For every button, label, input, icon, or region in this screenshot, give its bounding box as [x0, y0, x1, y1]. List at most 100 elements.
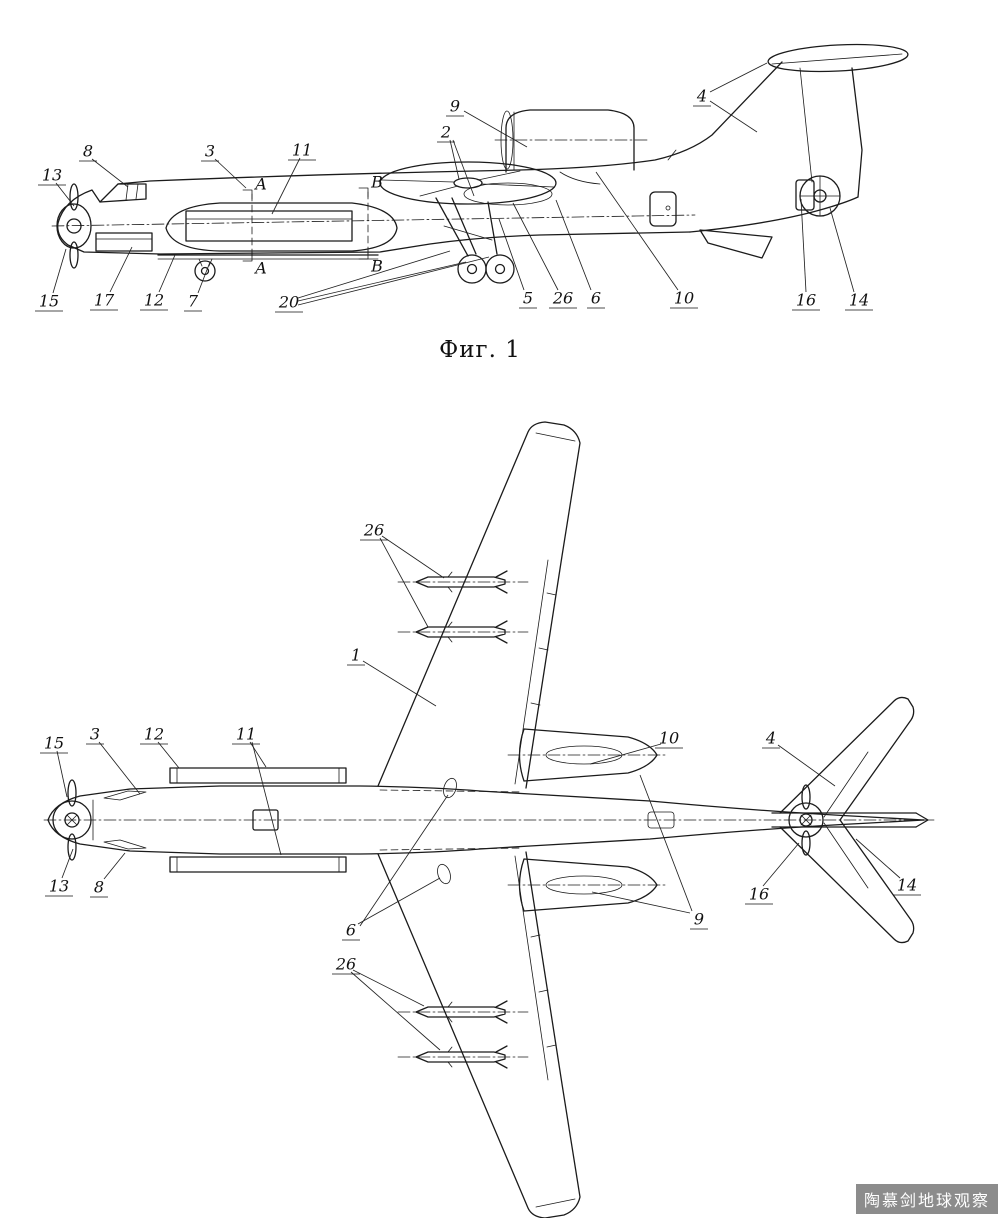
callout-label-10: 10	[674, 289, 694, 308]
leader-line	[829, 207, 855, 293]
callout-label-10: 10	[659, 729, 679, 748]
side-view-drawing	[51, 43, 909, 284]
leader-line	[297, 250, 451, 299]
callout-label-4: 4	[696, 87, 707, 106]
leader-line	[591, 891, 691, 914]
callout-label-20: 20	[278, 293, 299, 312]
leader-line	[379, 537, 429, 628]
callout-label-26: 26	[363, 521, 384, 540]
leader-line	[249, 741, 267, 768]
leader-line	[297, 261, 467, 302]
underwing-missile	[397, 1000, 529, 1024]
callout-label-17: 17	[94, 291, 115, 310]
leader-line	[251, 741, 282, 856]
underwing-missile	[397, 570, 529, 594]
callout-label-11: 11	[236, 725, 256, 744]
leader-line	[98, 741, 141, 795]
callout-label-9: 9	[694, 910, 704, 929]
top-view-figure: 26 1 15 3 12 11 10 4 13 8 6 26 16 14 9	[40, 421, 935, 1218]
engine-nacelles-plan	[437, 728, 669, 912]
callout-label-A: A	[253, 175, 267, 194]
callout-label-14: 14	[897, 876, 917, 895]
tail-side	[699, 43, 909, 259]
leader-line	[452, 139, 475, 197]
section-cut-lines	[242, 187, 369, 262]
leader-line	[91, 158, 129, 188]
callout-label-B: B	[370, 173, 383, 192]
callout-label-3: 3	[90, 725, 100, 744]
leader-line	[158, 254, 176, 293]
leader-line	[157, 741, 180, 769]
leader-line	[709, 62, 768, 93]
leader-line	[103, 852, 126, 880]
tail-plan	[771, 696, 929, 944]
callout-label-26: 26	[335, 955, 356, 974]
callout-label-11: 11	[292, 141, 312, 160]
nose-equipment-box	[95, 232, 153, 252]
leader-line	[109, 246, 133, 293]
leader-line	[197, 261, 211, 294]
callout-label-4: 4	[765, 729, 776, 748]
callout-label-12: 12	[144, 725, 164, 744]
callout-label-5: 5	[523, 289, 533, 308]
leader-line	[55, 182, 75, 207]
callout-label-8: 8	[94, 878, 104, 897]
callout-label-2: 2	[440, 123, 451, 142]
callout-label-14: 14	[849, 291, 869, 310]
leader-line	[595, 171, 679, 291]
leader-line	[639, 774, 693, 912]
leader-line	[52, 248, 67, 294]
side-strakes	[169, 767, 347, 873]
main-landing-gear	[435, 197, 515, 284]
callout-label-7: 7	[188, 292, 199, 311]
callout-label-B: B	[370, 257, 383, 276]
leader-line	[352, 969, 425, 1007]
nose-propeller-side	[56, 183, 92, 269]
callout-label-15: 15	[39, 292, 59, 311]
leader-line	[855, 838, 901, 879]
leader-line	[359, 794, 449, 927]
leader-line	[271, 157, 301, 215]
engine-nacelle-side	[494, 109, 649, 185]
callout-label-13: 13	[49, 877, 69, 896]
leader-line	[357, 877, 441, 925]
leader-line	[463, 110, 528, 148]
leader-line	[589, 743, 662, 765]
callout-label-6: 6	[591, 289, 601, 308]
callout-label-13: 13	[42, 166, 62, 185]
leader-line	[449, 139, 460, 180]
leader-line	[800, 198, 807, 293]
leader-line	[350, 971, 441, 1051]
leader-line	[362, 660, 437, 707]
figure1-caption: Фиг. 1	[439, 337, 521, 363]
leader-line	[709, 100, 758, 133]
callout-label-16: 16	[749, 885, 769, 904]
callout-label-12: 12	[144, 291, 164, 310]
fuselage-side	[51, 61, 859, 255]
cargo-sponson	[157, 202, 398, 282]
callout-label-9: 9	[450, 97, 460, 116]
callout-label-1: 1	[351, 646, 361, 665]
leader-line	[297, 256, 490, 306]
wing-upper	[377, 421, 581, 793]
leader-line	[56, 750, 68, 798]
wing-lower	[377, 847, 581, 1218]
leader-line	[498, 218, 525, 291]
lift-rotor-disc	[379, 161, 557, 206]
callout-label-6: 6	[346, 921, 356, 940]
underwing-missile	[397, 1045, 529, 1069]
callout-label-15: 15	[44, 734, 64, 753]
callout-label-16: 16	[796, 291, 816, 310]
leader-line	[381, 535, 445, 579]
leader-line	[512, 202, 559, 291]
watermark: 陶慕剑地球观察	[855, 1184, 998, 1214]
nose-propeller-plan	[52, 779, 94, 861]
leader-line	[777, 744, 836, 787]
callout-label-26: 26	[552, 289, 573, 308]
leader-line	[762, 842, 800, 887]
leader-line	[214, 158, 247, 189]
callout-label-A: A	[253, 259, 267, 278]
callout-label-3: 3	[205, 142, 215, 161]
